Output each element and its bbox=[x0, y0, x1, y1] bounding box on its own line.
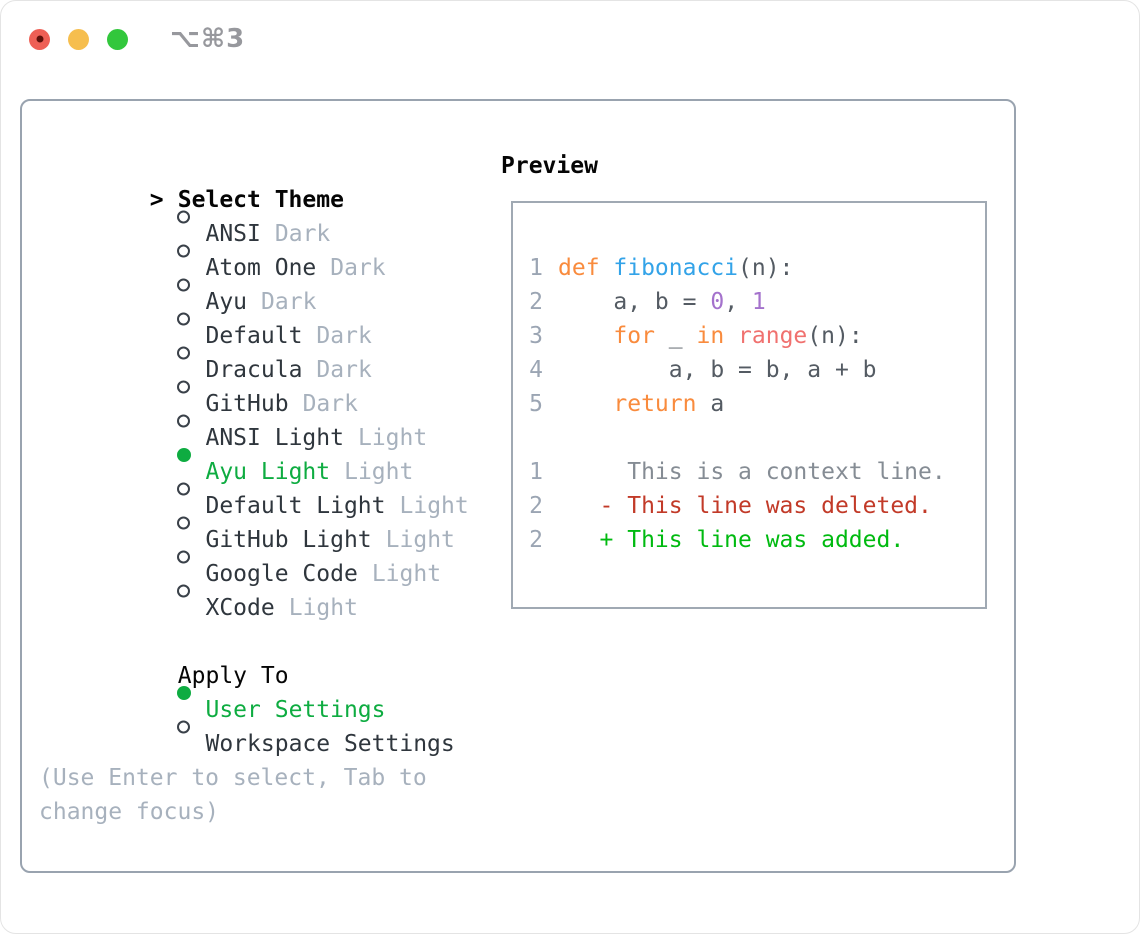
select-theme-header-row: > Select Theme bbox=[39, 149, 489, 213]
theme-option[interactable]: GitHub Dark bbox=[39, 353, 489, 417]
radio-icon bbox=[177, 516, 191, 530]
theme-option[interactable]: ANSI Dark bbox=[39, 183, 489, 247]
code-line bbox=[529, 421, 985, 455]
line-number: 1 bbox=[529, 255, 543, 281]
theme-name: Default bbox=[205, 323, 303, 349]
line-number: 3 bbox=[529, 323, 543, 349]
preview-heading: Preview bbox=[501, 153, 598, 179]
theme-name: XCode bbox=[205, 595, 275, 621]
radio-icon bbox=[177, 312, 191, 326]
radio-icon bbox=[177, 210, 191, 224]
theme-name: Ayu bbox=[205, 289, 248, 315]
theme-name: Ayu Light bbox=[205, 459, 331, 485]
line-number: 5 bbox=[529, 391, 543, 417]
theme-variant-label: Dark bbox=[302, 391, 358, 417]
apply-option-label: Workspace Settings bbox=[205, 731, 455, 757]
titlebar: ⌥⌘3 bbox=[29, 24, 245, 54]
radio-icon bbox=[177, 720, 191, 734]
theme-name: Dracula bbox=[205, 357, 303, 383]
code-text: def fibonacci(n): bbox=[558, 255, 794, 281]
apply-option[interactable]: Workspace Settings bbox=[39, 693, 489, 757]
theme-option[interactable]: ANSI Light Light bbox=[39, 387, 489, 451]
radio-icon bbox=[177, 380, 191, 394]
radio-icon bbox=[177, 584, 191, 598]
theme-variant-label: Dark bbox=[261, 289, 317, 315]
unsaved-indicator-dot bbox=[36, 35, 43, 43]
prompt-caret-icon: > bbox=[149, 187, 164, 213]
theme-name: GitHub bbox=[205, 391, 289, 417]
theme-variant-label: Light bbox=[357, 425, 428, 451]
code-text: return a bbox=[613, 391, 725, 417]
code-line: 4 a, b = b, a + b bbox=[529, 353, 985, 387]
theme-name: ANSI Light bbox=[205, 425, 344, 451]
theme-name: ANSI bbox=[205, 221, 261, 247]
theme-name: Atom One bbox=[205, 255, 317, 281]
theme-option[interactable]: Google Code Light bbox=[39, 523, 489, 587]
radio-icon bbox=[177, 414, 191, 428]
line-number: 2 bbox=[529, 493, 543, 519]
theme-variant-label: Dark bbox=[330, 255, 386, 281]
theme-variant-label: Light bbox=[399, 493, 469, 519]
code-line: 2 + This line was added. bbox=[529, 523, 985, 557]
line-number: 2 bbox=[529, 289, 543, 315]
window-shortcut-label: ⌥⌘3 bbox=[170, 24, 246, 54]
code-line: 2 a, b = 0, 1 bbox=[529, 285, 985, 319]
theme-name: Default Light bbox=[205, 493, 386, 519]
code-line: 1 def fibonacci(n): bbox=[529, 251, 985, 285]
code-text: + This line was added. bbox=[558, 527, 905, 553]
theme-option[interactable]: Dracula Dark bbox=[39, 319, 489, 383]
radio-icon bbox=[177, 346, 191, 360]
select-theme-heading: Select Theme bbox=[177, 187, 344, 213]
apply-option-label: User Settings bbox=[205, 697, 386, 723]
theme-option[interactable]: GitHub Light Light bbox=[39, 489, 489, 553]
radio-icon bbox=[177, 278, 191, 292]
code-text: a, b = b, a + b bbox=[558, 357, 877, 383]
theme-variant-label: Dark bbox=[316, 323, 372, 349]
apply-option[interactable]: User Settings bbox=[39, 659, 489, 723]
theme-variant-label: Dark bbox=[316, 357, 372, 383]
theme-option[interactable]: Ayu Light Light bbox=[39, 421, 489, 485]
line-number: 2 bbox=[529, 527, 543, 553]
theme-variant-label: Light bbox=[288, 595, 358, 621]
line-number: 4 bbox=[529, 357, 543, 383]
line-number: 1 bbox=[529, 459, 543, 485]
code-line: 3 for _ in range(n): bbox=[529, 319, 985, 353]
theme-option[interactable]: XCode Light bbox=[39, 557, 489, 621]
theme-name: Google Code bbox=[205, 561, 358, 587]
close-button[interactable] bbox=[29, 28, 50, 50]
minimize-button[interactable] bbox=[68, 28, 89, 50]
apply-to-heading: Apply To bbox=[177, 663, 289, 689]
radio-icon bbox=[177, 550, 191, 564]
theme-variant-label: Light bbox=[385, 527, 455, 553]
code-line: 1 This is a context line. bbox=[529, 455, 985, 489]
keyboard-hint-text: (Use Enter to select, Tab to change focu… bbox=[39, 765, 427, 825]
radio-icon bbox=[177, 244, 191, 258]
code-text: for _ in range(n): bbox=[613, 323, 863, 349]
theme-name: GitHub Light bbox=[205, 527, 372, 553]
maximize-button[interactable] bbox=[107, 28, 128, 50]
theme-option[interactable]: Atom One Dark bbox=[39, 217, 489, 281]
theme-variant-label: Dark bbox=[274, 221, 331, 247]
theme-option[interactable]: Default Dark bbox=[39, 285, 489, 349]
theme-variant-label: Light bbox=[344, 459, 414, 485]
theme-variant-label: Light bbox=[371, 561, 442, 587]
code-line: 2 - This line was deleted. bbox=[529, 489, 985, 523]
radio-selected-icon bbox=[177, 686, 192, 700]
radio-icon bbox=[177, 482, 191, 496]
apply-to-header-row: Apply To bbox=[39, 625, 489, 689]
radio-selected-icon bbox=[177, 448, 192, 462]
theme-option[interactable]: Ayu Dark bbox=[39, 251, 489, 315]
code-text: This is a context line. bbox=[558, 459, 946, 485]
theme-option[interactable]: Default Light Light bbox=[39, 455, 489, 519]
code-text: a, b = 0, 1 bbox=[558, 289, 766, 315]
code-text: - This line was deleted. bbox=[558, 493, 932, 519]
code-line: 5 return a bbox=[529, 387, 985, 421]
